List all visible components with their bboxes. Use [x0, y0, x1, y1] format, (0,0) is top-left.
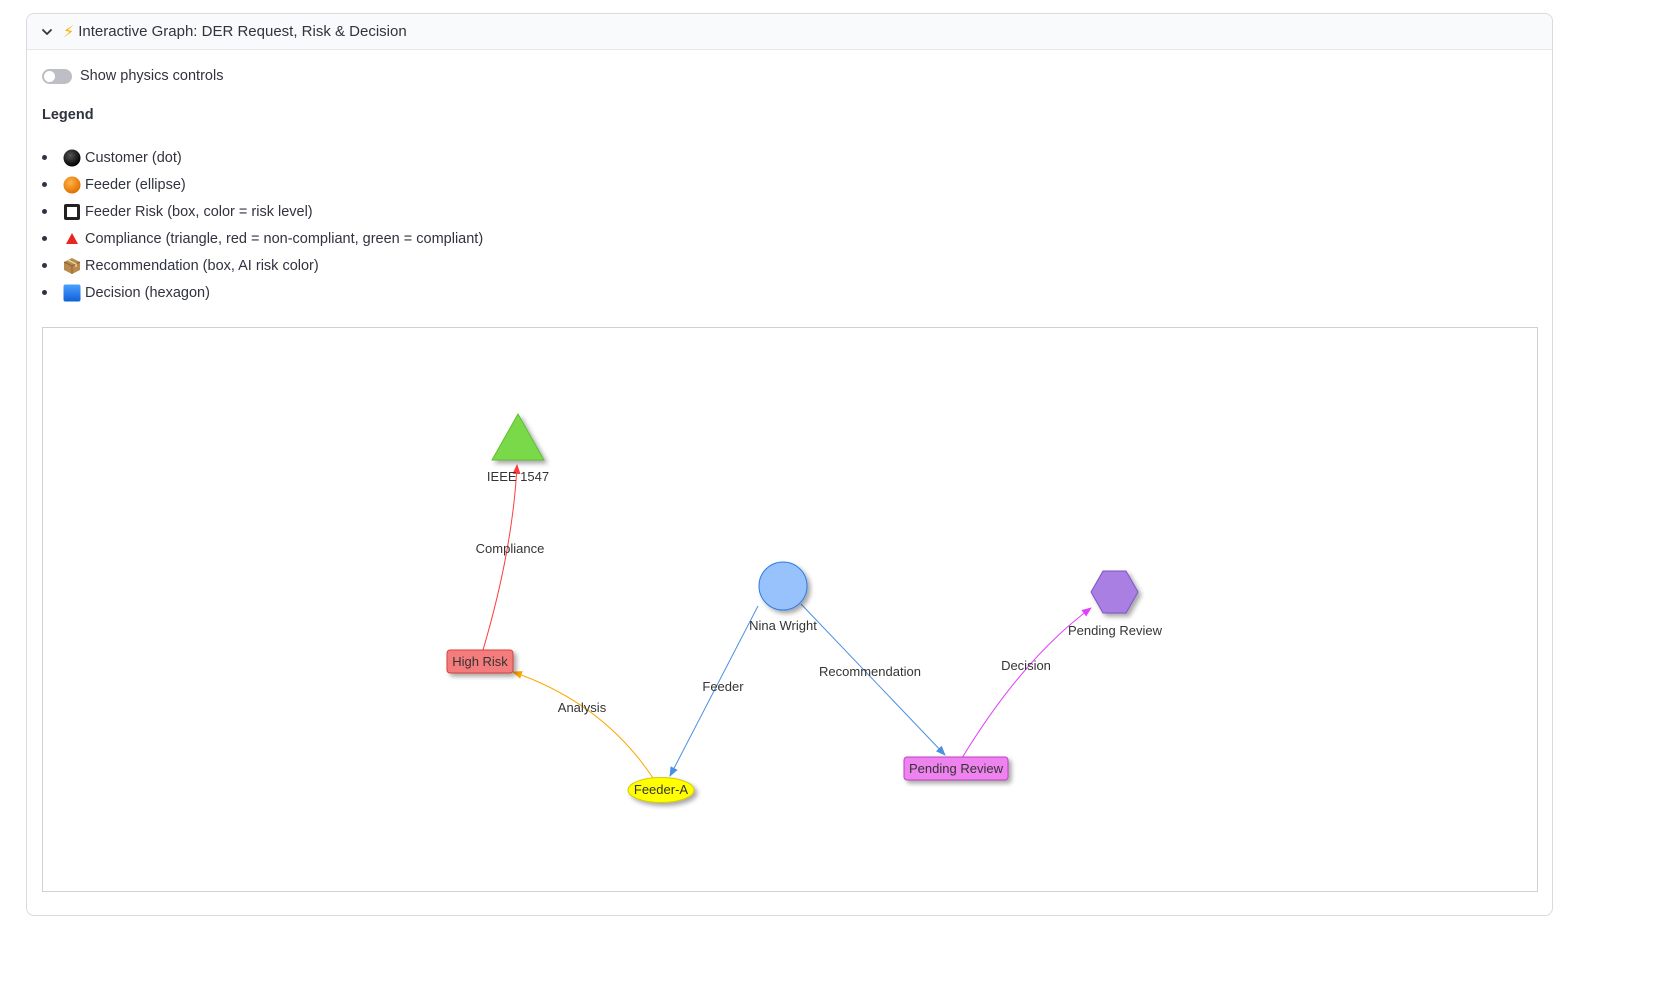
legend-item-label: Decision (hexagon)	[85, 284, 210, 301]
node-risk[interactable]: High Risk	[446, 649, 514, 674]
legend-item-feeder-risk: Feeder Risk (box, color = risk level)	[42, 198, 483, 225]
graph-canvas[interactable]: Compliance Feeder Recommendation Decisio…	[42, 327, 1538, 892]
physics-toggle-label: Show physics controls	[80, 68, 224, 84]
black-circle-icon	[63, 149, 81, 167]
edge-label-feeder: Feeder	[702, 679, 744, 694]
legend-item-label: Recommendation (box, AI risk color)	[85, 257, 319, 274]
legend-item-recommendation: Recommendation (box, AI risk color)	[42, 252, 483, 279]
legend-item-decision: Decision (hexagon)	[42, 279, 483, 306]
node-decision[interactable]: Pending Review	[1068, 570, 1163, 638]
bullet	[42, 290, 47, 295]
edge-feeder[interactable]	[669, 605, 759, 777]
legend-item-label: Feeder Risk (box, color = risk level)	[85, 203, 313, 220]
physics-toggle[interactable]	[42, 68, 72, 84]
node-label: Pending Review	[909, 761, 1004, 776]
node-customer[interactable]: Nina Wright	[749, 561, 817, 633]
physics-toggle-row: Show physics controls	[42, 68, 223, 84]
bullet	[42, 155, 47, 160]
legend-item-label: Feeder (ellipse)	[85, 176, 186, 193]
orange-circle-icon	[63, 176, 81, 194]
edge-label-recommendation: Recommendation	[819, 664, 921, 679]
square-outline-icon	[63, 203, 81, 221]
blue-square-icon	[63, 284, 81, 302]
legend-title: Legend	[42, 107, 94, 123]
expander-title: Interactive Graph: DER Request, Risk & D…	[78, 23, 407, 40]
chevron-down-icon	[42, 28, 52, 35]
red-triangle-icon	[63, 230, 81, 248]
edge-recommendation[interactable]	[800, 603, 946, 756]
bullet	[42, 182, 47, 187]
network-graph[interactable]: Compliance Feeder Recommendation Decisio…	[43, 328, 1537, 891]
node-compliance[interactable]: IEEE 1547	[487, 412, 549, 484]
legend-item-label: Compliance (triangle, red = non-complian…	[85, 230, 484, 247]
node-label: Pending Review	[1068, 623, 1163, 638]
edge-analysis[interactable]	[512, 671, 654, 779]
graph-expander: ⚡ Interactive Graph: DER Request, Risk &…	[26, 13, 1553, 916]
node-label: Feeder-A	[634, 782, 689, 797]
edge-label-compliance: Compliance	[476, 541, 545, 556]
node-feeder[interactable]: Feeder-A	[627, 777, 695, 803]
node-label: Nina Wright	[749, 618, 817, 633]
legend-list: Customer (dot) Feeder (ellipse) Feeder R…	[42, 144, 483, 306]
toggle-knob	[44, 70, 55, 82]
legend-item-customer: Customer (dot)	[42, 144, 483, 171]
legend-item-feeder: Feeder (ellipse)	[42, 171, 483, 198]
edge-decision[interactable]	[961, 607, 1092, 759]
node-label: IEEE 1547	[487, 469, 549, 484]
edge-compliance[interactable]	[482, 464, 521, 651]
node-recommendation[interactable]: Pending Review	[903, 756, 1009, 781]
edge-label-analysis: Analysis	[558, 700, 607, 715]
bullet	[42, 236, 47, 241]
edge-label-decision: Decision	[1001, 658, 1051, 673]
expander-header[interactable]: ⚡ Interactive Graph: DER Request, Risk &…	[27, 14, 1552, 50]
node-label: High Risk	[452, 654, 508, 669]
bullet	[42, 209, 47, 214]
lightning-icon: ⚡	[63, 23, 75, 41]
legend-item-label: Customer (dot)	[85, 149, 182, 166]
package-icon	[63, 257, 81, 275]
bullet	[42, 263, 47, 268]
legend-item-compliance: Compliance (triangle, red = non-complian…	[42, 225, 483, 252]
